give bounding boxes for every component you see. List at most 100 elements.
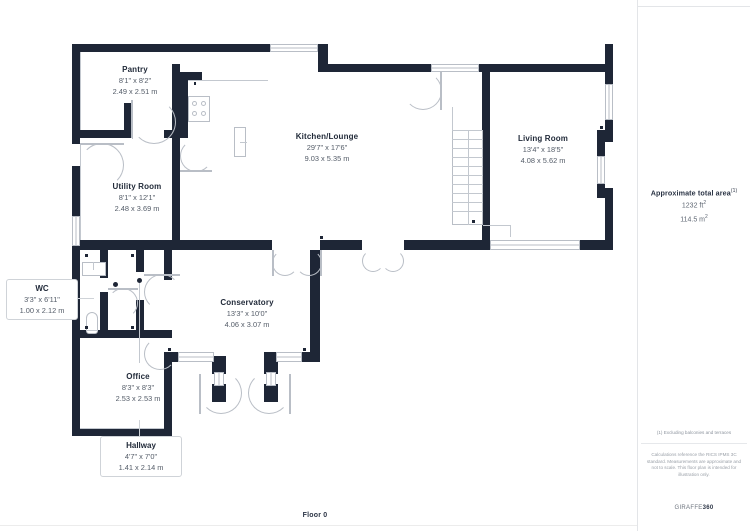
door-swing-arc	[296, 250, 322, 276]
total-area-metric-value: 114.5 m	[680, 216, 705, 224]
door-leaf	[132, 138, 133, 139]
interior-outline	[80, 428, 164, 429]
wall-segment	[172, 166, 180, 250]
door-leaf	[108, 288, 138, 290]
wall-segment	[80, 330, 108, 338]
wall-marker	[168, 348, 171, 351]
sidebar-footer-divider	[641, 443, 747, 444]
door-leaf	[320, 250, 322, 276]
wall-segment	[605, 44, 613, 84]
toilet-fixture	[86, 312, 98, 334]
door-swing-arc	[132, 100, 176, 144]
stair-landing-edge	[510, 225, 511, 237]
room-dimensions-metric: 2.53 x 2.53 m	[115, 394, 161, 403]
room-callout-wc: WC 3'3" x 6'11" 1.00 x 2.12 m	[6, 279, 78, 320]
wall-marker	[303, 348, 306, 351]
door-swing-arc	[144, 338, 176, 370]
brand-name-suffix: 360	[702, 505, 714, 511]
sidebar-disclaimer: Calculations reference the RICS IPMS 3C …	[646, 452, 742, 477]
room-dimensions-metric: 9.03 x 5.35 m	[304, 154, 350, 163]
wall-segment	[136, 300, 144, 338]
wall-segment	[164, 240, 172, 280]
room-dimensions-metric: 4.06 x 3.07 m	[224, 320, 270, 329]
wall-segment	[180, 72, 188, 138]
wall-segment	[605, 44, 613, 56]
room-name: Office	[126, 372, 150, 381]
room-label-office: Office 8'3" x 8'3" 2.53 x 2.53 m	[78, 371, 198, 404]
wall-marker	[131, 254, 134, 257]
sidebar-footnote: (1) Excluding balconies and terraces	[656, 430, 732, 435]
hob-burner-icon	[201, 101, 206, 106]
hob-burner-icon	[201, 111, 206, 116]
door-swing-arc	[382, 250, 404, 272]
door-swing-arc	[144, 274, 180, 310]
wall-segment	[72, 166, 80, 216]
door-leaf	[272, 250, 274, 276]
wall-segment	[320, 240, 362, 250]
total-area-imperial-value: 1232 ft	[681, 202, 704, 210]
wall-segment	[605, 196, 613, 250]
stair-step	[452, 202, 483, 203]
toilet-cistern	[86, 330, 98, 331]
wall-segment	[318, 64, 376, 72]
room-label-living-room: Living Room 13'4" x 18'5" 4.08 x 5.62 m	[483, 133, 603, 166]
door-swing-arc	[180, 140, 212, 172]
total-area-metric: 114.5 m2	[641, 212, 747, 225]
callout-leader-line	[70, 298, 94, 299]
wall-segment	[300, 352, 320, 362]
wall-segment	[72, 44, 80, 136]
wall-segment	[404, 240, 490, 250]
stair-step	[452, 175, 483, 176]
room-label-conservatory: Conservatory 13'3" x 10'0" 4.06 x 3.07 m	[187, 297, 307, 330]
wall-segment	[376, 64, 431, 72]
wall-segment	[180, 72, 188, 82]
wall-marker	[600, 126, 603, 129]
room-dimensions-metric: 4.08 x 5.62 m	[520, 156, 566, 165]
window	[597, 156, 605, 184]
wall-segment	[597, 130, 613, 140]
wall-segment	[172, 240, 272, 250]
stair-step	[452, 193, 483, 194]
total-area-imperial: 1232 ft2	[641, 198, 747, 211]
wall-segment	[72, 246, 80, 436]
floor-label: Floor 0	[302, 512, 328, 519]
sidebar-top-divider	[637, 6, 750, 7]
unit-exponent: 2	[703, 200, 707, 207]
door-leaf	[131, 100, 133, 138]
wall-marker	[194, 82, 196, 85]
wall-marker	[85, 326, 88, 329]
hob-burner-icon	[192, 111, 197, 116]
room-name: WC	[35, 284, 49, 293]
room-name: Living Room	[517, 134, 569, 143]
stair-step	[452, 148, 483, 149]
room-dimensions-metric: 1.41 x 2.14 m	[118, 463, 164, 472]
total-area-footnote-marker: (1)	[730, 188, 738, 194]
room-dimensions-imperial: 3'3" x 6'11"	[24, 295, 60, 304]
wall-segment	[310, 250, 320, 354]
wall-marker	[472, 220, 475, 223]
room-label-pantry: Pantry 8'1" x 8'2" 2.49 x 2.51 m	[75, 64, 195, 97]
door-leaf	[199, 374, 201, 414]
door-swing-arc	[404, 72, 442, 110]
door-swing-arc	[248, 372, 290, 414]
wall-segment	[482, 72, 490, 240]
floor-plan-drawing	[0, 0, 637, 531]
stair-landing-edge	[483, 225, 511, 226]
stair-handrail	[452, 107, 453, 130]
wall-segment	[479, 64, 613, 72]
staircase	[452, 130, 483, 225]
room-dimensions-imperial: 13'3" x 10'0"	[226, 309, 268, 318]
window	[605, 84, 613, 120]
door-leaf	[289, 374, 291, 414]
wall-segment	[172, 72, 180, 138]
interior-outline	[80, 52, 81, 130]
wall-segment	[136, 330, 172, 338]
wall-segment	[72, 428, 172, 436]
wall-segment	[164, 352, 172, 436]
room-dimensions-metric: 2.48 x 3.69 m	[114, 204, 160, 213]
total-area-block: Approximate total area(1) 1232 ft2 114.5…	[641, 186, 747, 225]
stair-step	[452, 157, 483, 158]
info-sidebar	[637, 0, 750, 531]
door-swing-arc	[362, 250, 384, 272]
